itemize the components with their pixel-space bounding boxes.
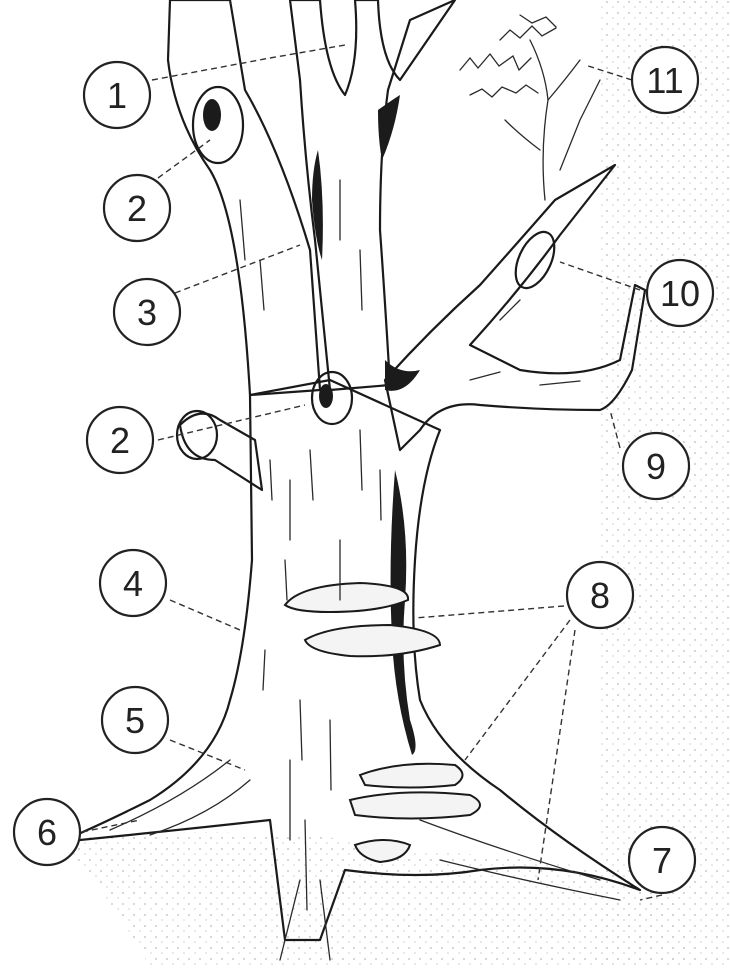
included-bark-shadow — [312, 150, 323, 260]
trunk-knot-hole-core — [319, 384, 333, 408]
svg-text:3: 3 — [137, 292, 157, 333]
tree-illustration — [60, 0, 690, 968]
svg-text:6: 6 — [37, 812, 57, 853]
leader-1b — [270, 45, 345, 58]
leader-8a — [415, 606, 564, 618]
callout-2-upper: 2 — [104, 175, 170, 241]
svg-text:1: 1 — [107, 75, 127, 116]
pruning-wound-upper-core — [203, 99, 221, 131]
basal-fungus-1 — [360, 764, 463, 788]
canker-oval — [508, 226, 562, 294]
callout-6: 6 — [14, 799, 80, 865]
callout-9: 9 — [623, 433, 689, 499]
svg-text:2: 2 — [127, 188, 147, 229]
callout-1: 1 — [84, 62, 150, 128]
svg-text:2: 2 — [110, 420, 130, 461]
leader-4 — [170, 600, 240, 630]
callout-5: 5 — [102, 687, 168, 753]
branch-union-shadow — [385, 360, 420, 391]
callout-7: 7 — [629, 827, 695, 893]
leader-5 — [170, 740, 245, 770]
callout-11: 11 — [632, 47, 698, 113]
svg-text:4: 4 — [123, 563, 143, 604]
svg-text:11: 11 — [646, 60, 683, 101]
bracket-fungus-upper — [285, 583, 408, 612]
callout-10: 10 — [647, 260, 713, 326]
svg-text:10: 10 — [660, 273, 700, 314]
callout-3: 3 — [114, 279, 180, 345]
svg-text:8: 8 — [590, 575, 610, 616]
svg-text:7: 7 — [652, 840, 672, 881]
basal-fungus-2 — [350, 792, 480, 818]
upper-right-twigs — [505, 40, 600, 200]
callout-4: 4 — [100, 550, 166, 616]
svg-text:5: 5 — [125, 700, 145, 741]
foliage-scribble — [460, 15, 556, 97]
crotch-shadow — [378, 95, 400, 160]
callout-2-lower: 2 — [87, 407, 153, 473]
svg-text:9: 9 — [646, 446, 666, 487]
callout-8: 8 — [567, 562, 633, 628]
leader-8b — [465, 620, 570, 760]
bracket-fungus-middle — [305, 625, 440, 656]
cavity-seam — [391, 470, 416, 755]
